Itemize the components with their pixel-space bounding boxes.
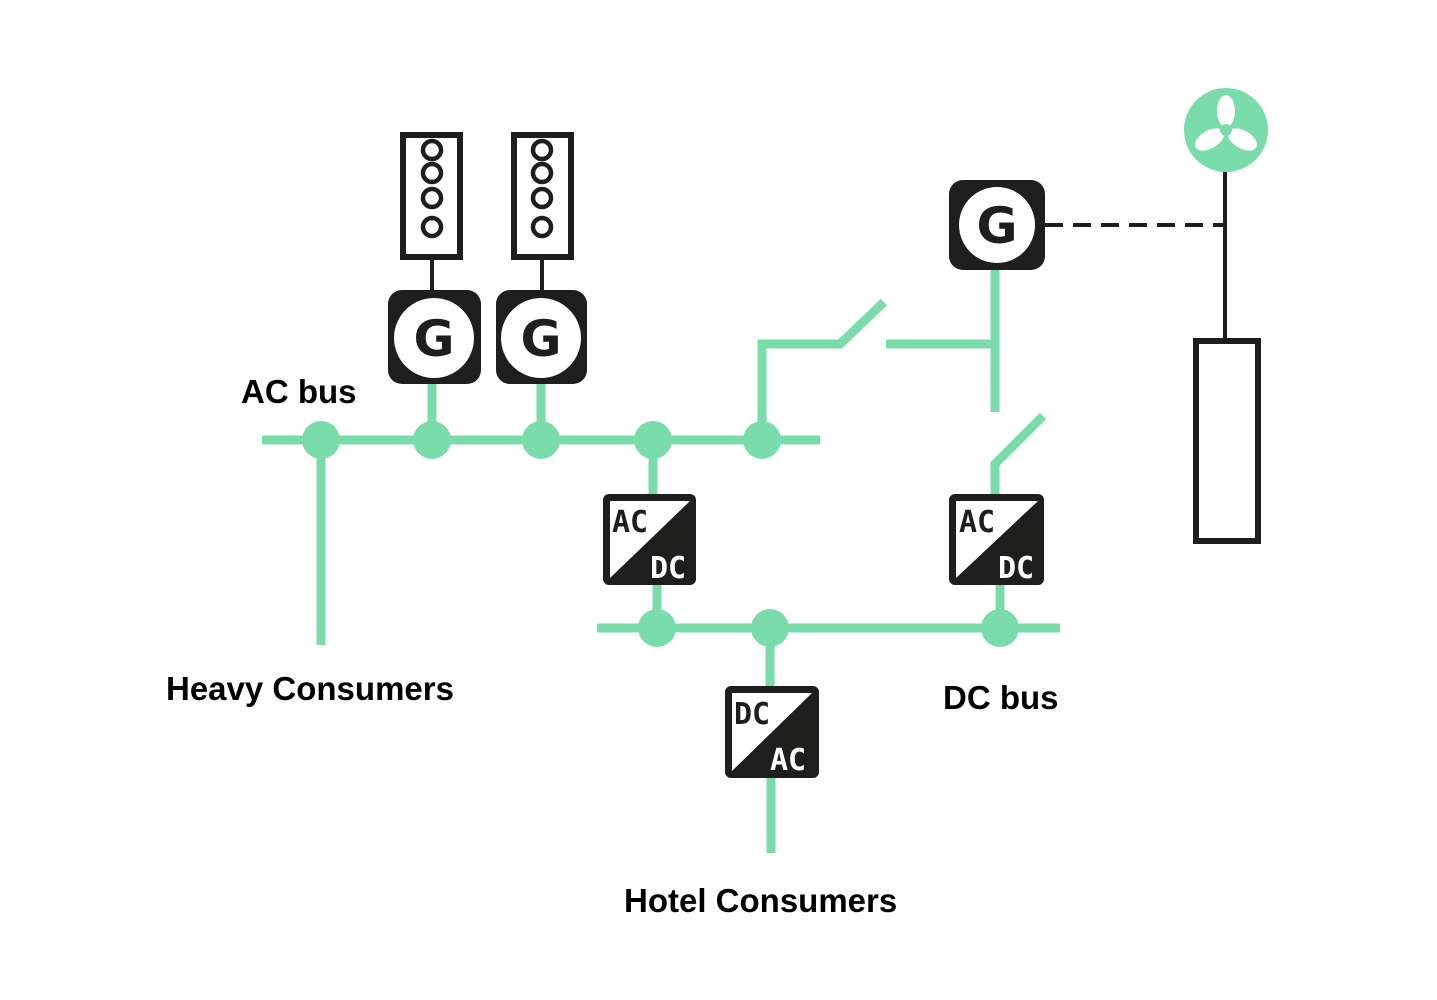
ac-bus-label: AC bus	[241, 373, 357, 410]
converter-output-label: DC	[998, 551, 1034, 586]
fan-icon	[1184, 88, 1268, 172]
junction-node	[413, 421, 451, 459]
junction-node	[634, 421, 672, 459]
engine-icon	[511, 132, 574, 292]
generator-symbol: G	[976, 197, 1017, 255]
junction-node	[638, 609, 676, 647]
heavy-consumers-label: Heavy Consumers	[166, 670, 454, 707]
bus-junctions	[302, 421, 1019, 647]
engine-icon	[400, 132, 463, 292]
junction-node	[981, 609, 1019, 647]
junction-node	[751, 609, 789, 647]
converter-input-label: AC	[612, 505, 648, 540]
generator-symbol: G	[520, 310, 561, 368]
generator-icon: G	[496, 290, 587, 384]
generator-icon: G	[949, 180, 1045, 270]
converter-input-label: DC	[734, 697, 770, 732]
converter-icon: AC DC	[603, 494, 696, 586]
battery-icon	[1193, 338, 1261, 544]
converter-output-label: AC	[770, 743, 806, 778]
shaft-link	[1045, 168, 1227, 340]
converter-input-label: AC	[959, 505, 995, 540]
dc-bus-label: DC bus	[943, 679, 1059, 716]
converter-output-label: DC	[650, 551, 686, 586]
junction-node	[522, 421, 560, 459]
converter-icon: AC DC	[949, 494, 1044, 586]
generator-symbol: G	[413, 310, 454, 368]
hotel-consumers-label: Hotel Consumers	[624, 882, 897, 919]
generator-icon: G	[388, 290, 481, 384]
converter-icon: DC AC	[725, 686, 819, 778]
junction-node	[302, 421, 340, 459]
junction-node	[743, 421, 781, 459]
